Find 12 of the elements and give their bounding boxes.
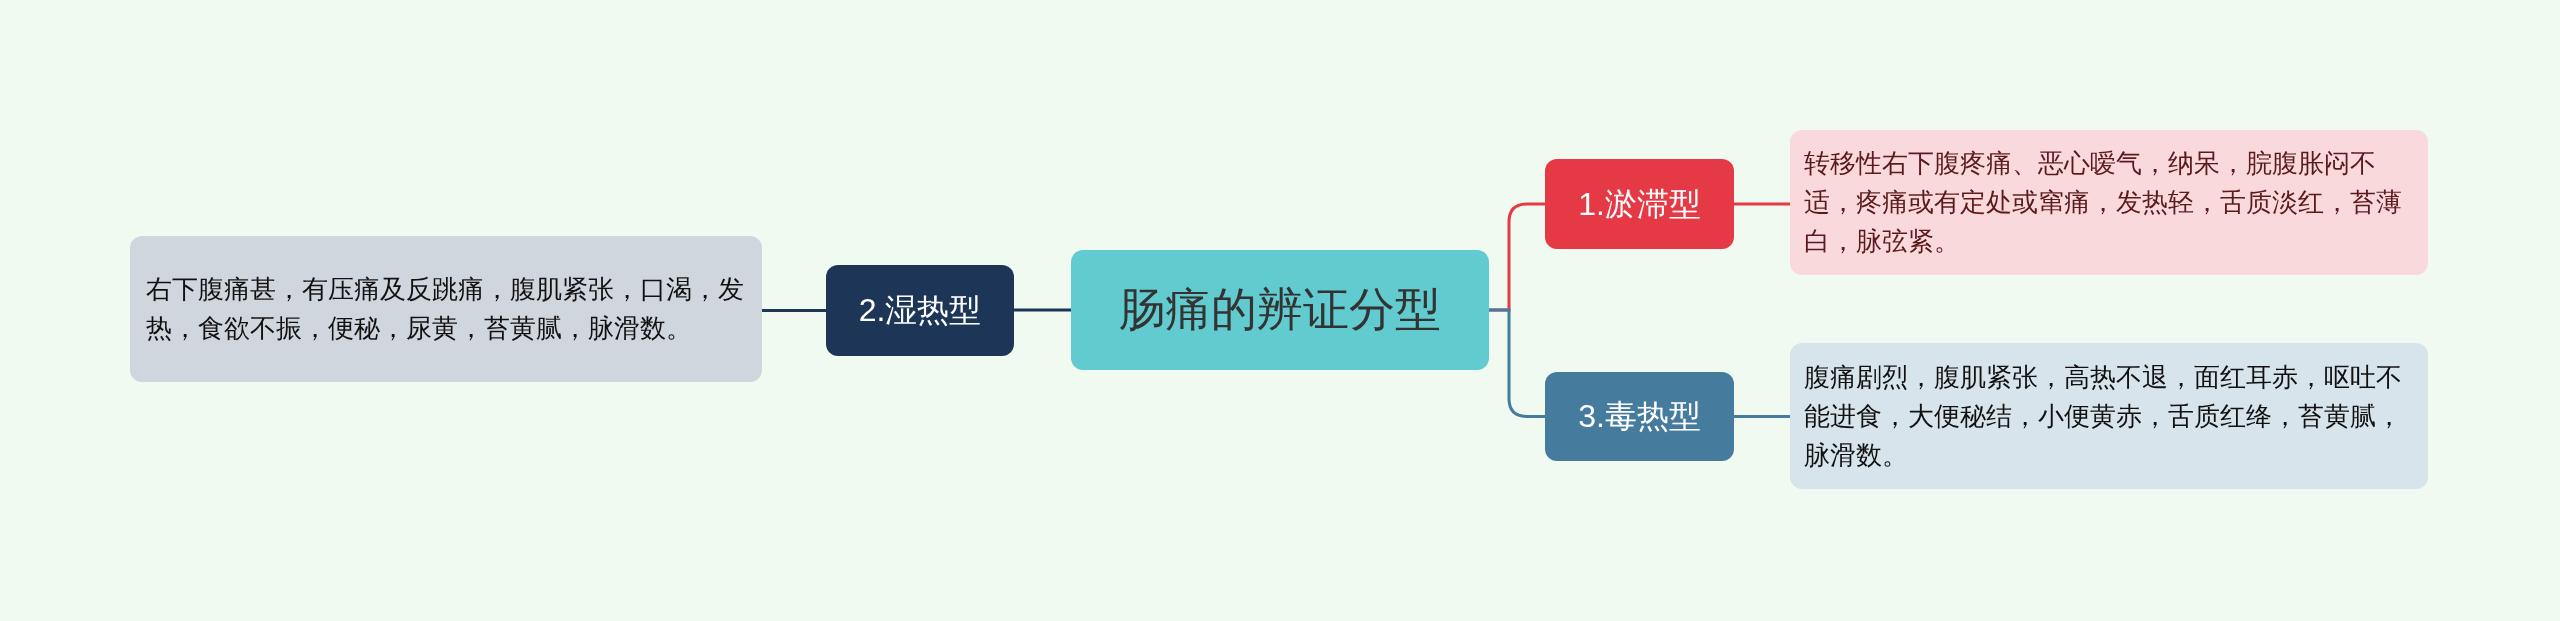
connector-line [1734,202,1790,206]
branch-box: 1.淤滞型 [1545,159,1734,249]
topic-box: 肠痛的辨证分型 [1071,250,1489,370]
detail-box: 腹痛剧烈，腹肌紧张，高热不退，面红耳赤，呕吐不能进食，大便秘结，小便黄赤，舌质红绛，苔黄腻，脉滑数。 [1790,343,2428,489]
connector-line [1734,415,1790,418]
detail-box: 右下腹痛甚，有压痛及反跳痛，腹肌紧张，口渴，发热，食欲不振，便秘，尿黄，苔黄腻，脉滑数。 [130,236,762,382]
branch-box: 3.毒热型 [1545,372,1734,461]
connector-line [762,309,826,312]
detail-box: 转移性右下腹疼痛、恶心嗳气，纳呆，脘腹胀闷不适，疼痛或有定处或窜痛，发热轻，舌质淡红，苔薄白，脉弦紧。 [1790,130,2428,275]
branch-box: 2.湿热型 [826,265,1014,356]
connector-line [1489,308,1545,418]
connector-line [1014,308,1071,312]
